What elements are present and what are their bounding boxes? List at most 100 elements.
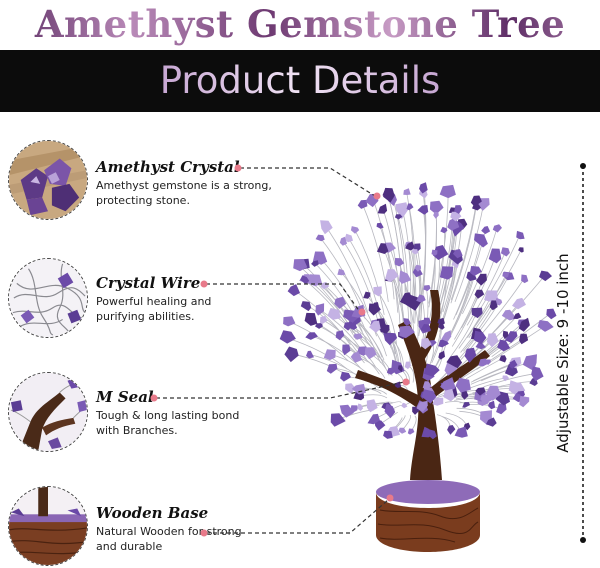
amethyst-chip [439, 184, 456, 199]
amethyst-chip [343, 322, 352, 331]
amethyst-chip [373, 286, 382, 297]
wire-strand [383, 248, 401, 325]
amethyst-chip [407, 428, 415, 435]
amethyst-chip [398, 427, 407, 434]
wire-strand [491, 313, 551, 358]
amethyst-chip [371, 302, 380, 310]
wire-strand [311, 335, 361, 369]
wire-strand [409, 246, 417, 324]
page-title: Amethyst Gemstone Tree [0, 2, 600, 46]
amethyst-chip [433, 211, 439, 219]
amethyst-chip [438, 350, 445, 360]
amethyst-chip [492, 224, 502, 233]
wire-strand [402, 209, 412, 305]
amethyst-chip [405, 241, 415, 251]
amethyst-chip [394, 258, 405, 267]
wire-strand [454, 203, 484, 303]
size-line-end [580, 537, 586, 543]
tree-illustration [279, 182, 557, 552]
amethyst-chip [421, 389, 437, 404]
amethyst-chip [420, 337, 432, 350]
amethyst-chip [353, 333, 363, 340]
amethyst-chip [473, 330, 487, 345]
amethyst-chip [472, 203, 481, 211]
wire-strand [354, 229, 385, 315]
amethyst-chip [366, 399, 378, 413]
amethyst-chip [470, 195, 482, 207]
amethyst-chip [315, 303, 325, 316]
amethyst-chip [399, 292, 413, 306]
wire-strand [309, 354, 360, 378]
amethyst-chip [424, 363, 440, 377]
amethyst-chip [307, 274, 323, 287]
feature-desc-amethyst-crystal: Amethyst gemstone is a strong, protectin… [96, 178, 286, 208]
amethyst-chip [399, 325, 415, 339]
amethyst-chip [464, 347, 477, 363]
amethyst-chip [383, 187, 395, 203]
amethyst-chip [279, 330, 296, 344]
amethyst-chip [401, 402, 408, 409]
amethyst-chip [323, 349, 336, 361]
desc-line: protecting stone. [96, 194, 190, 207]
amethyst-chip [350, 351, 363, 363]
amethyst-chip [484, 290, 498, 303]
amethyst-chip [469, 266, 482, 276]
amethyst-chip [423, 317, 432, 326]
amethyst-chip [441, 330, 452, 342]
amethyst-chip [364, 347, 377, 360]
tree-branch [416, 290, 441, 360]
amethyst-chip [440, 226, 448, 234]
amethyst-chip [499, 355, 507, 363]
amethyst-chip [519, 395, 530, 408]
amethyst-chip [454, 205, 463, 214]
amethyst-chip [488, 400, 496, 410]
amethyst-chip [406, 203, 414, 211]
amethyst-chip [339, 236, 348, 246]
amethyst-chip [521, 274, 529, 284]
m-seal-icon [8, 372, 88, 452]
wire-strand [428, 214, 437, 308]
amethyst-chip [432, 245, 449, 260]
amethyst-chip [475, 387, 486, 396]
amethyst-chip [502, 375, 510, 382]
amethyst-crystal-icon [8, 140, 88, 220]
amethyst-chip [488, 248, 502, 264]
amethyst-chip [320, 220, 333, 235]
amethyst-chip [351, 383, 366, 395]
amethyst-chip [376, 222, 384, 229]
amethyst-chip [300, 301, 312, 312]
amethyst-chip [283, 316, 296, 327]
amethyst-chip [421, 426, 435, 438]
amethyst-chip [416, 294, 426, 303]
amethyst-chip [431, 249, 438, 256]
amethyst-chip [440, 377, 456, 393]
amethyst-chip [357, 403, 364, 411]
feature-desc-wooden-base: Natural Wooden for strong and durable [96, 524, 286, 554]
amethyst-chip [505, 331, 518, 343]
amethyst-chip [340, 371, 351, 382]
amethyst-chip [377, 203, 388, 214]
feature-desc-crystal-wire: Powerful healing and purifying abilities… [96, 294, 286, 324]
amethyst-chip [476, 273, 487, 286]
amethyst-chip [395, 202, 409, 220]
amethyst-chip [480, 394, 493, 405]
amethyst-tree-image [270, 150, 570, 560]
amethyst-chip [509, 359, 518, 369]
amethyst-chip [306, 350, 314, 359]
desc-line: and durable [96, 540, 163, 553]
wire-strand [475, 249, 522, 326]
amethyst-chip [311, 260, 319, 267]
wooden-base-icon [8, 486, 88, 566]
feature-desc-m-seal: Tough & long lasting bond with Branches. [96, 408, 286, 438]
amethyst-chip [446, 355, 463, 369]
amethyst-chip [512, 297, 526, 310]
amethyst-chip [350, 226, 360, 234]
amethyst-chip [501, 309, 517, 321]
wire-strand [379, 225, 399, 313]
amethyst-chip [474, 233, 488, 248]
amethyst-chip [419, 182, 428, 194]
wire-strand [421, 188, 427, 295]
wire-strand [360, 394, 388, 399]
amethyst-chip [462, 402, 471, 408]
amethyst-chip [471, 307, 483, 319]
